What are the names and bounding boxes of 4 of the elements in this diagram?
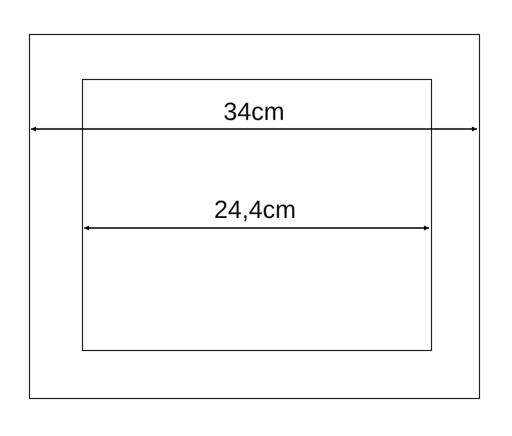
rectangle-frame — [29, 34, 480, 399]
dimension-label: 24,4cm — [214, 198, 296, 223]
rectangle-frame — [82, 78, 432, 350]
dimension-label: 34cm — [223, 100, 285, 125]
